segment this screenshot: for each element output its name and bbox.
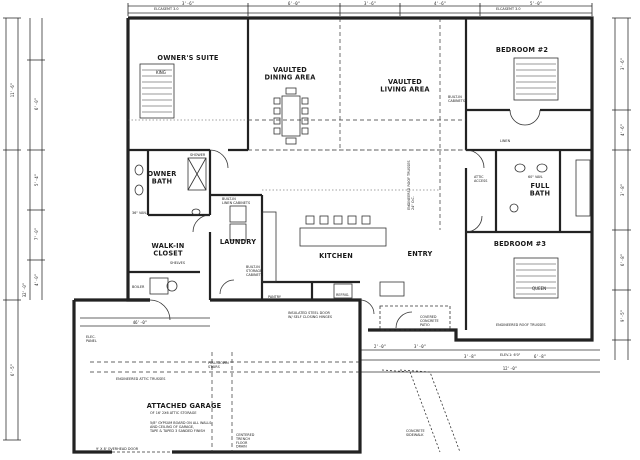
note-shelves: SHELVES (170, 261, 185, 265)
dim-right-0: 3'-6" (620, 58, 625, 70)
dim-bottom-4: 12'-0" (503, 366, 517, 371)
washer (229, 205, 247, 223)
dining-chairs (273, 87, 309, 145)
note-vanity-36: 36" VAN. (132, 211, 147, 215)
interior-walls (128, 18, 592, 330)
kitchen-counter (261, 211, 277, 283)
dim-bottom-1: 3'-0" (414, 344, 426, 349)
toilet (191, 208, 201, 216)
owner-sink-2 (134, 184, 144, 196)
dim-top-2: 3'-6" (364, 1, 376, 6)
sink-counter (379, 281, 405, 297)
dim-bottom-2: 3'-8" (464, 354, 476, 359)
note-elev1: ELEV.1: 6'0" (500, 353, 521, 357)
room-attached-garage: ATTACHED GARAGE (147, 402, 222, 410)
note-elec-panel: ELEC.PANEL (86, 335, 97, 343)
note-refrig: REFRIG. (336, 293, 350, 297)
dimension-text: 3'-6" 6'-0" 3'-6" 4'-6" 5'-0" 11'-6" 6'-… (10, 1, 625, 376)
note-shower: SHOWER (190, 153, 206, 157)
bathtub (575, 159, 591, 217)
dim-right-4: 9'-5" (620, 310, 625, 322)
dim-left-1: 6'-0" (34, 98, 39, 110)
dim-left-5: 6'-5" (10, 364, 15, 376)
note-pantry: PANTRY (268, 295, 282, 299)
covered-patio (379, 305, 451, 331)
bar-stools (305, 215, 371, 225)
bed-hatching (142, 69, 172, 113)
water-heater (166, 280, 178, 292)
room-bedroom-3: BEDROOM #3 (494, 240, 546, 248)
note-engineered-attic: ENGINEERED ATTIC TRUSSES (116, 377, 165, 381)
dining-table (281, 95, 301, 137)
room-laundry: LAUNDRY (220, 238, 256, 246)
owner-shower (187, 157, 207, 191)
dim-left-0: 11'-6" (10, 83, 15, 97)
note-elev-top-right: ELCASEMT 3.0 (496, 7, 520, 11)
dim-top-0: 3'-6" (182, 1, 194, 6)
queen-bed-1 (513, 57, 559, 101)
dim-right-1: 4'-6" (620, 124, 625, 136)
note-king: KING (156, 70, 166, 75)
room-owners-suite: OWNER'S SUITE (157, 54, 218, 62)
note-boiler: BOILER (132, 285, 145, 289)
room-kitchen: KITCHEN (319, 252, 353, 260)
dimension-lines (3, 3, 631, 441)
king-bed (139, 63, 175, 119)
dryer (229, 223, 247, 241)
dim-left-3: 7'-0" (34, 228, 39, 240)
note-elev-top-left: ELCASEMT 3.0 (154, 7, 178, 11)
note-vanity-60: 60" VAN. (528, 175, 543, 179)
note-engineered-roof-vertical: ENGINEERED ROOF TRUSSES24" O.C. (407, 160, 415, 210)
refrigerator (333, 283, 353, 299)
dim-overall-left: 32'-0" (22, 283, 27, 297)
dim-top-4: 5'-0" (530, 1, 542, 6)
full-bath-sink-1 (514, 163, 526, 173)
dim-top-1: 6'-0" (288, 1, 300, 6)
door-swings (149, 109, 541, 329)
dim-right-2: 3'-8" (620, 184, 625, 196)
note-overhead-door: 9' X 8' OVERHEAD DOOR (96, 447, 139, 451)
room-bedroom-2: BEDROOM #2 (496, 46, 548, 54)
dim-overall-width: 46'-0" (133, 320, 147, 325)
queen-bed-2 (513, 257, 559, 299)
dim-bottom-0: 2'-0" (374, 344, 386, 349)
dim-left-4: 4'-0" (34, 274, 39, 286)
full-bath-sink-2 (536, 163, 548, 173)
kitchen-island (299, 227, 387, 247)
room-entry: ENTRY (407, 250, 432, 258)
vault-lines (90, 18, 466, 452)
dim-bottom-3: 6'-8" (534, 354, 546, 359)
dim-top-3: 4'-6" (434, 1, 446, 6)
dim-left-2: 5'-4" (34, 174, 39, 186)
owner-sink-1 (134, 164, 144, 176)
note-engineered-roof: ENGINEERED ROOF TRUSSES (496, 323, 546, 327)
note-linen: LINEN (500, 139, 511, 143)
dim-right-3: 6'-8" (620, 254, 625, 266)
furniture (112, 57, 591, 453)
full-bath-toilet (509, 203, 519, 213)
boiler-unit (149, 277, 169, 295)
note-queen: QUEEN (532, 286, 546, 291)
note-attic-storage: OF 16' 2X6 ATTIC STORAGE (150, 411, 196, 415)
